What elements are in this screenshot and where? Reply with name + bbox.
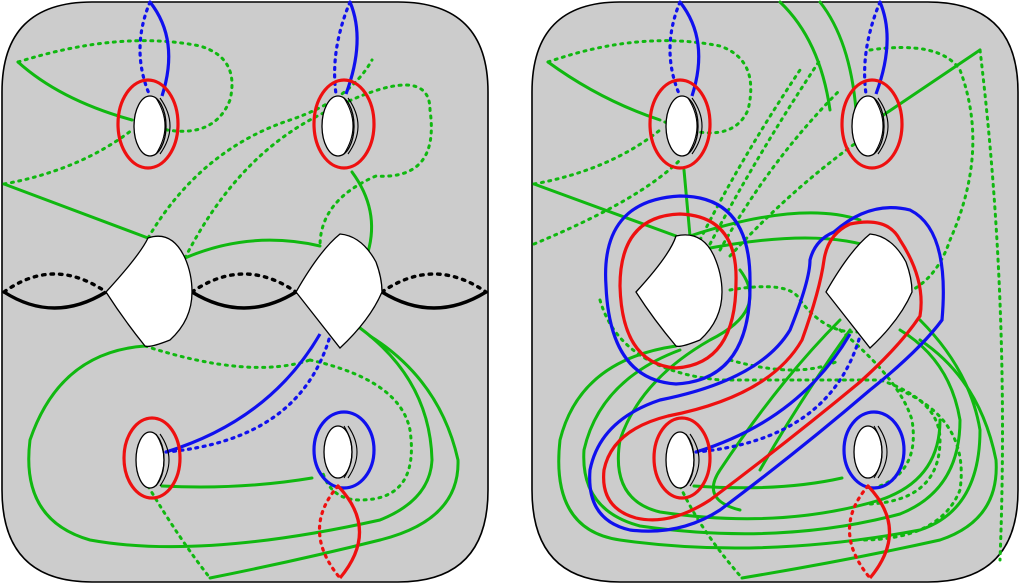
right-green-8 xyxy=(818,0,858,112)
left-cut-dotted-1 xyxy=(2,272,108,294)
right-hole-2 xyxy=(851,95,885,157)
right-red-ring-3 xyxy=(652,416,712,500)
left-green-3 xyxy=(2,128,134,186)
left-hole-1-tick xyxy=(155,97,171,155)
left-blue-loop-2-solid xyxy=(344,1,359,95)
left-hole-2 xyxy=(321,95,355,157)
left-green-12 xyxy=(146,484,212,580)
left-green-6 xyxy=(183,83,433,260)
right-green-5 xyxy=(532,158,682,246)
right-green-26 xyxy=(678,484,744,580)
right-hole-1 xyxy=(665,95,699,157)
left-hole-3-tick xyxy=(155,433,170,487)
right-red-arc-dotted xyxy=(847,484,872,580)
right-blue-loop-2-solid xyxy=(874,1,889,95)
left-hole-2-tick xyxy=(343,97,359,155)
right-green-22 xyxy=(711,318,842,512)
left-red-ring-1 xyxy=(116,78,180,170)
left-green-8 xyxy=(350,170,374,254)
left-green-13 xyxy=(208,334,460,580)
right-red-ring-2 xyxy=(840,78,904,170)
right-green-30 xyxy=(838,328,915,488)
left-green-11 xyxy=(160,476,314,489)
left-green-7 xyxy=(183,238,322,260)
left-hole-1 xyxy=(133,95,167,157)
right-green-27 xyxy=(728,358,842,372)
left-cut-solid-3 xyxy=(381,290,487,310)
right-green-19 xyxy=(557,318,982,550)
right-blue-arc-solid xyxy=(695,333,852,454)
right-green-20 xyxy=(582,328,962,536)
right-green-14 xyxy=(718,88,842,252)
right-lens-2 xyxy=(825,233,913,349)
right-red-ring-1 xyxy=(648,78,712,170)
right-blue-arc-dotted xyxy=(694,334,862,454)
right-green-29 xyxy=(858,388,963,542)
right-hole-4-tick xyxy=(873,425,888,479)
left-red-arc-dotted xyxy=(317,484,342,580)
left-blue-arc-dotted xyxy=(164,334,332,454)
left-green-9 xyxy=(27,326,434,549)
right-blue-loop-1-dotted xyxy=(668,0,682,98)
right-hole-2-tick xyxy=(873,97,889,155)
right-blue-long-loop xyxy=(588,206,945,533)
left-lens-1 xyxy=(105,235,193,348)
left-lens-2 xyxy=(295,233,383,349)
right-blue-loop-2-dotted xyxy=(863,0,882,96)
right-green-6 xyxy=(682,168,692,238)
right-green-13 xyxy=(708,58,822,246)
right-red-arc-solid xyxy=(866,484,892,580)
right-green-16 xyxy=(688,211,862,238)
left-green-10 xyxy=(143,344,312,369)
right-hole-1-tick xyxy=(687,97,703,155)
left-red-arc-solid xyxy=(336,484,362,580)
left-green-4 xyxy=(2,182,150,240)
right-green-7 xyxy=(778,0,832,112)
left-blue-loop-2-dotted xyxy=(333,0,352,96)
left-red-ring-2 xyxy=(312,78,376,170)
right-hole-3-tick xyxy=(685,433,700,487)
left-green-1 xyxy=(16,60,134,122)
left-cut-solid-1 xyxy=(3,290,107,310)
left-blue-loop-1-dotted xyxy=(138,0,152,98)
right-green-10 xyxy=(978,48,1004,562)
right-green-11 xyxy=(868,46,975,302)
right-green-3 xyxy=(532,128,662,186)
left-cut-solid-2 xyxy=(191,290,297,310)
left-blue-arc-solid xyxy=(165,333,322,454)
right-green-1 xyxy=(546,60,662,122)
right-red-ring-lens xyxy=(618,212,738,370)
left-green-5 xyxy=(146,58,374,240)
right-green-4 xyxy=(532,182,678,238)
right-green-25 xyxy=(740,338,998,580)
right-panel xyxy=(531,0,1019,583)
right-green-2 xyxy=(546,39,753,135)
right-blue-ring-lens xyxy=(603,194,752,386)
left-surface xyxy=(1,1,489,583)
left-hole-4-tick xyxy=(343,425,358,479)
left-blue-ring-4 xyxy=(312,410,376,490)
right-lens-1 xyxy=(635,234,723,348)
left-red-ring-3 xyxy=(122,416,182,500)
right-blue-ring-4 xyxy=(842,410,906,490)
right-green-21 xyxy=(616,268,942,521)
left-blue-loop-1-solid xyxy=(148,1,171,97)
right-green-24 xyxy=(692,476,844,490)
left-green-2 xyxy=(16,39,234,133)
left-panel xyxy=(1,0,489,583)
left-green-14 xyxy=(308,358,413,502)
right-red-long-loop xyxy=(602,220,923,522)
